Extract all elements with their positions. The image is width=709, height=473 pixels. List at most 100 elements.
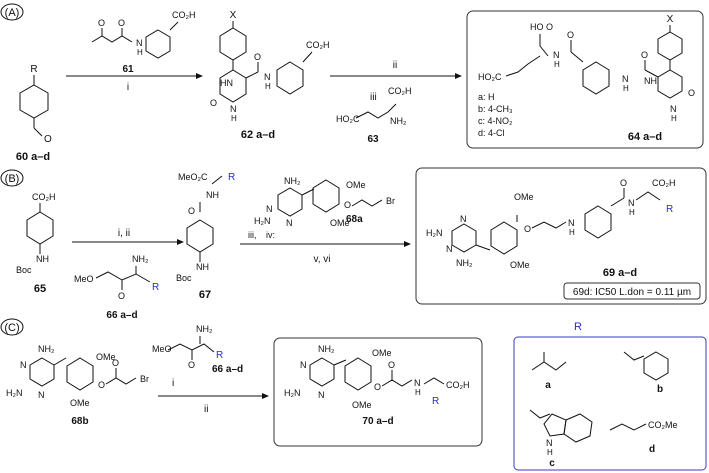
compound-65-nh: NH <box>36 254 49 264</box>
section-c: (C) NH₂ N H₂N N OMe O O Br OMe 68b NH₂ M… <box>0 318 707 471</box>
compound-65-acid: CO₂H <box>32 192 56 202</box>
r-group-d-ester: CO₂Me <box>648 420 678 430</box>
r-group-a-label: a <box>545 380 551 391</box>
compound-70-r: R <box>432 396 439 407</box>
compound-62-h: H <box>231 114 237 123</box>
compound-70-number: 70 a–d <box>362 416 393 427</box>
compound-69-o-2: O <box>620 178 627 188</box>
compound-67: MeO₂C R NH O NH Boc 67 <box>176 172 235 301</box>
compound-64-ring-o: O <box>688 88 695 98</box>
compound-66c-meo: MeO <box>152 344 172 354</box>
compound-62-n: N <box>230 104 237 114</box>
step-a-i: i <box>127 82 129 93</box>
compound-69-n2: N <box>446 244 453 254</box>
compound-69-number: 69 a–d <box>603 267 637 279</box>
compound-69-h2n: H₂N <box>426 228 443 238</box>
compound-62: X O HN N H O N H CO₂H 62 a–d <box>210 10 330 141</box>
step-b-iv: iv: <box>266 230 275 240</box>
compound-68b-h2n: H₂N <box>6 388 23 398</box>
compound-68a-br: Br <box>386 196 395 206</box>
compound-68a: NH₂ N H₂N N OMe O Br OMe 68a <box>254 176 395 228</box>
step-c-i: i <box>172 378 174 389</box>
compound-66c-nh2: NH₂ <box>196 324 213 334</box>
step-c-ii: ii <box>204 404 208 415</box>
compound-60-oxygen: O <box>44 134 52 145</box>
reagent-61-hydrogen: H <box>137 48 143 57</box>
reagent-61-oxygen-2: O <box>118 18 125 28</box>
compound-70: NH₂ N H₂N N OMe O O N H CO₂H R OMe 70 a–… <box>284 344 470 427</box>
compound-70-n1: N <box>300 360 307 370</box>
compound-66-c: NH₂ MeO O R 66 a–d <box>152 324 243 375</box>
compound-61: O O N H CO₂H 61 <box>91 10 196 75</box>
compound-68a-h2n: H₂N <box>254 216 271 226</box>
compound-67-o: O <box>188 206 195 216</box>
compound-69: H₂N N N NH₂ OMe O N H OMe O N H CO₂H R 6… <box>426 178 676 279</box>
compound-68b-o2: O <box>112 358 119 368</box>
compound-69-r: R <box>666 204 673 215</box>
step-a-iii: iii <box>370 92 377 103</box>
product-70-box <box>273 337 483 447</box>
compound-63-number: 63 <box>367 134 379 145</box>
compound-64-ring-h: H <box>671 114 677 123</box>
compound-69-h4: H <box>629 208 635 217</box>
compound-64-amide-h: H <box>623 84 629 93</box>
ic50-label: 69d: IC50 L.don = 0.11 µm <box>573 287 691 298</box>
compound-70-nh2: NH₂ <box>318 344 335 354</box>
product-64-box <box>466 10 704 149</box>
compound-69-ome-2: OMe <box>510 260 530 270</box>
compound-68b-number: 68b <box>71 416 88 427</box>
compound-64: X O N H NH O N H O N H HO O HO₂C 64 a–d <box>478 14 695 143</box>
compound-70-h2n: H₂N <box>284 388 301 398</box>
compound-68a-n1: N <box>266 204 273 214</box>
compound-68a-n2: N <box>286 218 293 228</box>
compound-64-ho2c: HO₂C <box>478 72 502 82</box>
compound-70-h3: H <box>415 388 421 397</box>
compound-67-nh-2: NH <box>196 262 209 272</box>
compound-69-nh2: NH₂ <box>456 258 473 268</box>
compound-68b-br: Br <box>140 374 149 384</box>
compound-67-boc: Boc <box>176 273 192 283</box>
benzene-ring <box>19 84 49 119</box>
compound-63-ho2c: HO₂C <box>336 114 360 124</box>
legend-a: a: H <box>478 92 495 102</box>
section-b-label: (B) <box>5 173 20 185</box>
reagent-61-nitrogen: N <box>136 38 143 48</box>
r-group-a: a <box>531 352 567 391</box>
compound-68a-o: O <box>344 200 351 210</box>
compound-66c-r: R <box>216 350 223 361</box>
reagent-61-acid: CO₂H <box>172 10 196 20</box>
r-group-b-label: b <box>657 384 663 395</box>
compound-68a-number: 68a <box>346 214 363 225</box>
step-b-v-vi: v, vi <box>313 254 330 265</box>
compound-68b-nh2: NH₂ <box>38 344 55 354</box>
compound-64-x: X <box>667 14 674 25</box>
ic50-box <box>563 282 701 300</box>
legend-b: b: 4-CH₃ <box>478 104 513 114</box>
compound-67-number: 67 <box>199 289 211 301</box>
compound-65: CO₂H NH Boc 65 <box>16 192 56 295</box>
section-a-label: (A) <box>5 7 20 19</box>
r-group-c-h: H <box>547 448 553 457</box>
compound-64-oxygen-2: O <box>567 30 574 40</box>
substituent-legend: a: H b: 4-CH₃ c: 4-NO₂ d: 4-Cl <box>478 92 513 138</box>
compound-66-number: 66 a–d <box>106 310 137 321</box>
compound-60: R O 60 a–d <box>16 64 52 163</box>
r-groups-title: R <box>574 321 582 333</box>
compound-64-oxygen: O <box>546 22 553 32</box>
reagent-61-oxygen-1: O <box>98 18 105 28</box>
compound-67-r: R <box>228 172 235 183</box>
compound-69-h: H <box>569 228 575 237</box>
r-group-c-n: N <box>546 438 553 448</box>
compound-64-amide-n: N <box>622 74 629 84</box>
compound-65-number: 65 <box>34 283 46 295</box>
compound-67-nh: NH <box>206 190 219 200</box>
compound-66c-number: 66 a–d <box>212 364 243 375</box>
legend-d: d: 4-Cl <box>478 128 505 138</box>
compound-62-hn: HN <box>220 78 233 88</box>
compound-66-nh2: NH₂ <box>132 254 149 264</box>
compound-62-x: X <box>230 10 237 21</box>
compound-60-number: 60 a–d <box>16 151 50 163</box>
compound-68b-ome-1: OMe <box>96 352 116 362</box>
compound-62-number: 62 a–d <box>241 129 275 141</box>
compound-64-ring-nh: NH <box>644 76 657 86</box>
